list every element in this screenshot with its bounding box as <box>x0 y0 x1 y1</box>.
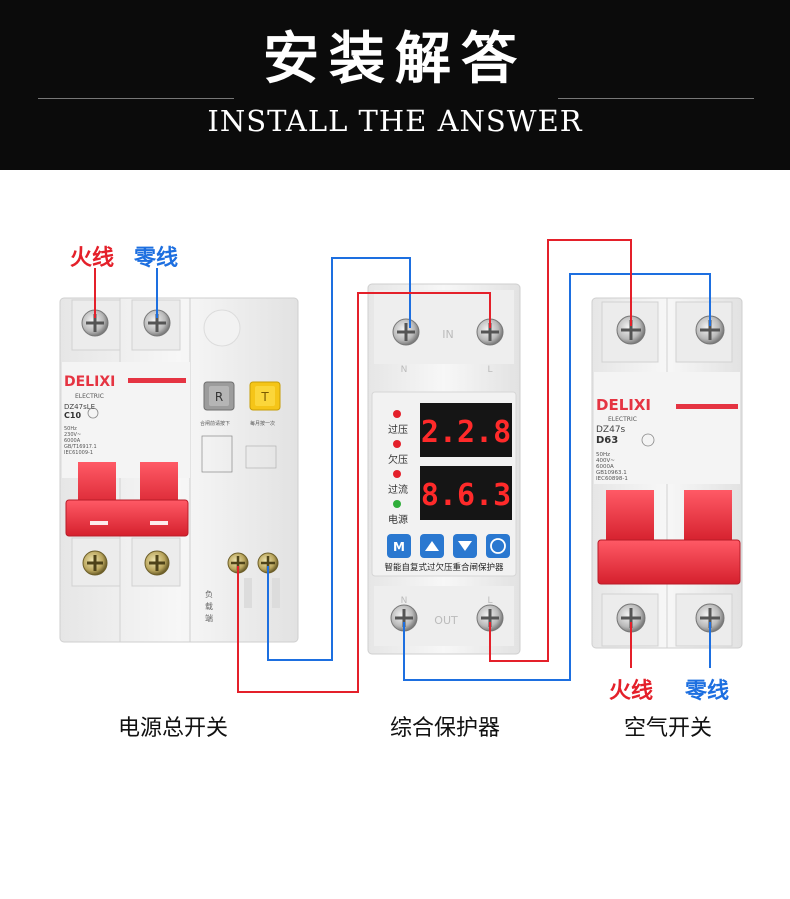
svg-text:IN: IN <box>442 328 453 341</box>
svg-text:6000A: 6000A <box>596 464 614 470</box>
page-title: 安装解答 <box>263 27 527 92</box>
wires <box>94 239 711 693</box>
svg-text:过流: 过流 <box>388 483 408 496</box>
main-power-breaker: DELIXI ELECTRIC DZ47sLE C10 50Hz 230V~ 6… <box>59 297 299 643</box>
menu-button[interactable] <box>387 534 411 558</box>
left-live-label: 火线 <box>70 246 115 271</box>
voltage-display <box>420 403 512 457</box>
svg-text:载: 载 <box>205 601 213 611</box>
svg-text:M: M <box>393 540 405 554</box>
svg-text:L: L <box>487 365 492 375</box>
svg-text:端: 端 <box>205 613 213 623</box>
svg-text:电源: 电源 <box>388 513 408 526</box>
arrow-up-icon <box>425 541 439 551</box>
svg-text:230V~: 230V~ <box>64 432 81 438</box>
svg-text:6000A: 6000A <box>64 438 81 444</box>
svg-text:8.6.3: 8.6.3 <box>421 478 511 513</box>
svg-text:ELECTRIC: ELECTRIC <box>75 393 104 400</box>
svg-text:过压: 过压 <box>388 423 408 436</box>
svg-text:欠压: 欠压 <box>388 453 408 466</box>
power-icon <box>490 538 506 554</box>
main-switch-caption: 电源总开关 <box>118 716 229 741</box>
svg-text:T: T <box>260 390 269 404</box>
svg-text:负: 负 <box>205 589 213 599</box>
svg-text:IEC60898-1: IEC60898-1 <box>596 476 628 482</box>
svg-text:DELIXI: DELIXI <box>64 374 115 390</box>
title-rule-right <box>558 98 754 99</box>
wiring-diagram: DELIXI ELECTRIC DZ47sLE C10 50Hz 230V~ 6… <box>59 239 743 693</box>
air-switch: DELIXI ELECTRIC DZ47s D63 50Hz 400V~ 600… <box>591 297 743 649</box>
title-rule-left <box>38 98 234 99</box>
svg-text:R: R <box>215 390 223 404</box>
svg-text:DELIXI: DELIXI <box>596 396 651 414</box>
neutral-out-wire <box>403 273 711 681</box>
svg-text:DZ47sLE: DZ47sLE <box>64 403 95 411</box>
power-button[interactable] <box>486 534 510 558</box>
svg-text:50Hz: 50Hz <box>596 452 610 458</box>
svg-text:DZ47s: DZ47s <box>596 425 626 435</box>
protector-caption: 综合保护器 <box>390 716 501 741</box>
svg-text:ELECTRIC: ELECTRIC <box>608 416 637 423</box>
voltage-protector: IN N L 过压 欠压 过流 电源 2.2.8 8.6.3 M 智能自复式过欠… <box>367 283 521 655</box>
svg-text:N: N <box>401 365 408 375</box>
breaker-handle[interactable] <box>65 499 189 537</box>
header-banner: 安装解答 INSTALL THE ANSWER <box>0 0 790 170</box>
left-neutral-label: 零线 <box>134 246 179 271</box>
svg-text:2.2.8: 2.2.8 <box>421 415 511 450</box>
arrow-down-icon <box>458 541 472 551</box>
breaker-handle[interactable] <box>597 539 741 585</box>
svg-text:OUT: OUT <box>434 614 458 627</box>
svg-text:GB/T16917.1: GB/T16917.1 <box>64 444 97 450</box>
neutral-feed-wire <box>267 257 411 661</box>
right-neutral-label: 零线 <box>685 679 730 704</box>
svg-text:每月按一次: 每月按一次 <box>250 420 275 427</box>
air-switch-caption: 空气开关 <box>624 716 713 741</box>
current-display <box>420 466 512 520</box>
svg-text:GB10963.1: GB10963.1 <box>596 470 627 476</box>
svg-text:IEC61009-1: IEC61009-1 <box>64 450 93 456</box>
svg-text:合闸前请按下: 合闸前请按下 <box>200 420 230 427</box>
svg-text:L: L <box>487 596 492 606</box>
right-live-label: 火线 <box>609 679 654 704</box>
svg-text:D63: D63 <box>596 435 618 446</box>
svg-text:400V~: 400V~ <box>596 458 615 464</box>
live-out-wire <box>489 239 632 662</box>
svg-text:C10: C10 <box>64 411 81 420</box>
svg-text:50Hz: 50Hz <box>64 426 77 432</box>
svg-text:智能自复式过欠压重合闸保护器: 智能自复式过欠压重合闸保护器 <box>384 562 504 573</box>
page-subtitle: INSTALL THE ANSWER <box>207 104 583 138</box>
live-feed-wire <box>237 292 491 693</box>
svg-text:N: N <box>401 596 408 606</box>
